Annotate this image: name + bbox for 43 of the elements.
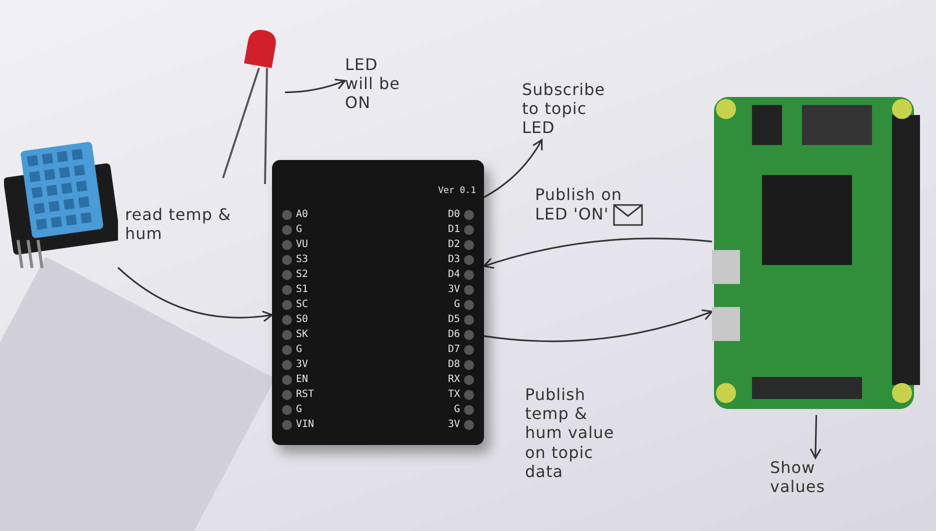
pin-label: 3V: [448, 283, 474, 297]
pin-label: S1: [282, 283, 308, 297]
edge-label: Publish temp & hum value on topic data: [525, 385, 614, 481]
arrow: [484, 139, 543, 198]
pin-label: TX: [448, 388, 474, 402]
edge-label: Publish on LED 'ON': [535, 185, 622, 224]
pin-label: A0: [282, 208, 308, 222]
pin-label: D2: [448, 238, 474, 252]
handwritten-note: LED will be ON: [345, 55, 405, 113]
pin-label: RX: [448, 373, 474, 387]
arrow: [284, 78, 346, 94]
pin-label: 3V: [282, 358, 308, 372]
pin-label: SK: [282, 328, 308, 342]
pin-label: SC: [282, 298, 308, 312]
pin-label: D5: [448, 313, 474, 327]
pin-label: G: [282, 343, 302, 357]
handwritten-note: Subscribe to topic LED: [522, 80, 622, 138]
pin-label: G: [282, 223, 302, 237]
pin-label: G: [454, 298, 474, 312]
arrow: [484, 309, 713, 342]
pin-label: S2: [282, 268, 308, 282]
arrow: [483, 238, 712, 269]
pin-label: RST: [282, 388, 314, 402]
edge-label: read temp & hum: [125, 205, 232, 244]
pin-label: D8: [448, 358, 474, 372]
arrow: [810, 414, 822, 459]
pin-label: EN: [282, 373, 308, 387]
pin-label: 3V: [448, 418, 474, 432]
pin-label: G: [282, 403, 302, 417]
pin-label: D1: [448, 223, 474, 237]
arrow: [117, 266, 273, 322]
pin-label: D7: [448, 343, 474, 357]
pin-label: D3: [448, 253, 474, 267]
pin-label: D6: [448, 328, 474, 342]
pin-label: D4: [448, 268, 474, 282]
pin-label: S3: [282, 253, 308, 267]
pin-label: S0: [282, 313, 308, 327]
pin-label: D0: [448, 208, 474, 222]
pin-label: VIN: [282, 418, 314, 432]
handwritten-note: Show values: [770, 458, 860, 496]
board-marking: Ver 0.1: [438, 186, 476, 196]
pin-label: VU: [282, 238, 308, 252]
pin-label: G: [454, 403, 474, 417]
